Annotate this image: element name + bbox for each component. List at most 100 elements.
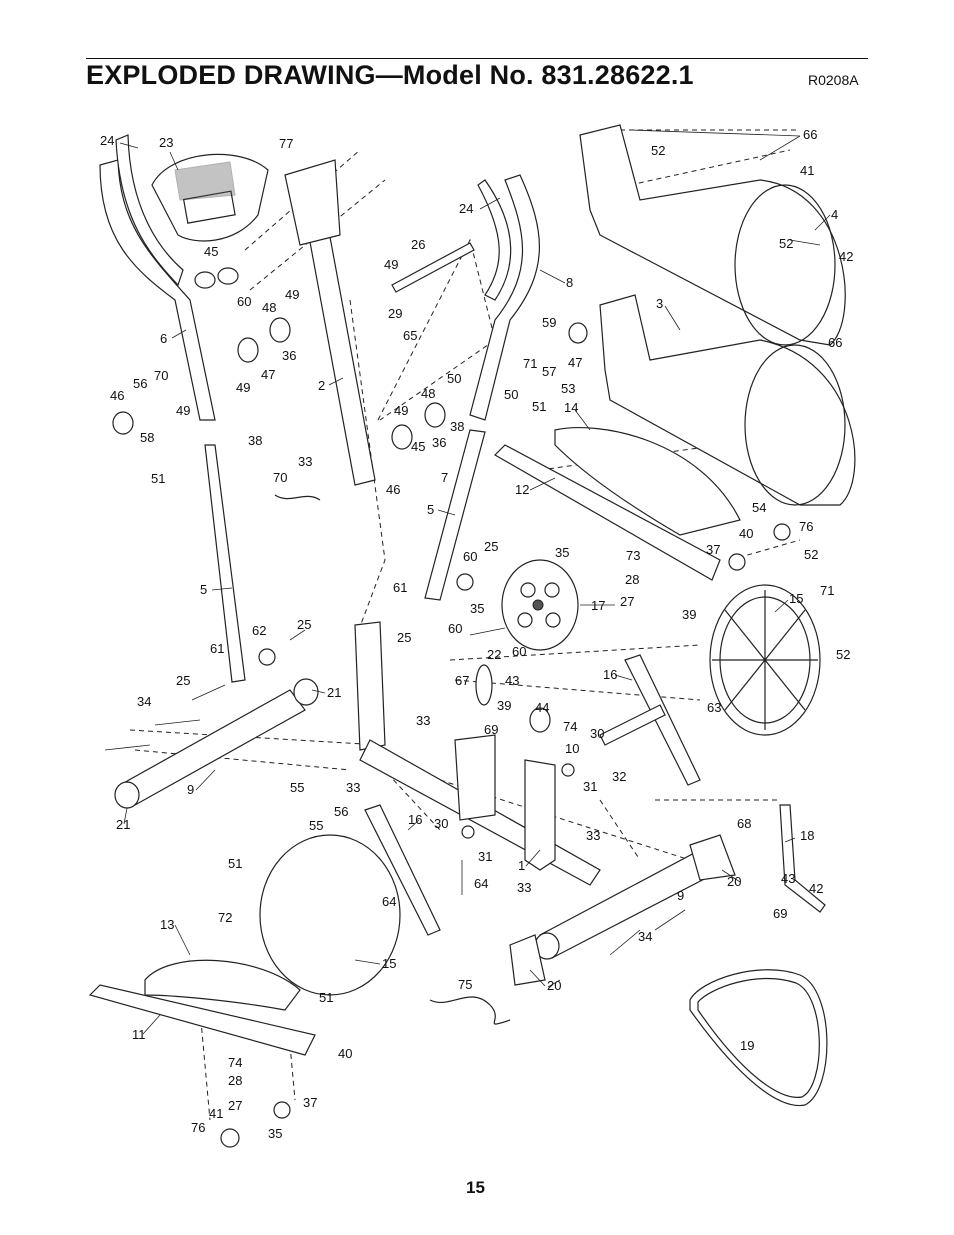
wire-part-68: [274, 494, 321, 501]
callout: 33: [517, 880, 531, 895]
callout: 35: [470, 601, 484, 616]
callout: 9: [187, 782, 194, 797]
callout: 66: [828, 335, 842, 350]
left-pedal-arm-part-11: [88, 984, 316, 1056]
callout: 16: [603, 667, 617, 682]
page-number: 15: [466, 1178, 485, 1197]
console-part-23: [151, 153, 269, 242]
left-handlebar-part-6: [99, 134, 216, 421]
callout: 3: [656, 296, 663, 311]
callout: 37: [706, 542, 720, 557]
callout: 15: [382, 956, 396, 971]
callout: 49: [285, 287, 299, 302]
callout: 62: [252, 623, 266, 638]
callout: 60: [448, 621, 462, 636]
callout: 52: [804, 547, 818, 562]
callout: 26: [411, 237, 425, 252]
callout: 48: [262, 300, 276, 315]
drawing-code: R0208A: [808, 72, 859, 88]
callout: 9: [677, 888, 684, 903]
callout: 25: [397, 630, 411, 645]
callout: 49: [176, 403, 190, 418]
frame-part-1: [354, 621, 601, 886]
callout: 48: [421, 386, 435, 401]
header-rule: [86, 58, 868, 59]
callout: 58: [140, 430, 154, 445]
left-pedal-part-13: [144, 959, 301, 1011]
callout: 20: [547, 978, 561, 993]
page-title: EXPLODED DRAWING—Model No. 831.28622.1: [86, 60, 694, 90]
callout: 8: [566, 275, 573, 290]
callout: 33: [416, 713, 430, 728]
callout: 30: [434, 816, 448, 831]
callout: 17: [591, 598, 605, 613]
callout: 57: [542, 364, 556, 379]
right-handlebar-part-8: [469, 174, 540, 421]
callout: 27: [228, 1098, 242, 1113]
stabilizer-part-9-rear: [509, 834, 736, 986]
callout: 61: [210, 641, 224, 656]
callout: 25: [484, 539, 498, 554]
axle-part-32: [599, 704, 666, 746]
bolts: [104, 627, 686, 956]
callout: 51: [228, 856, 242, 871]
callout: 70: [154, 368, 168, 383]
callout: 53: [561, 381, 575, 396]
callout: 5: [427, 502, 434, 517]
callout: 50: [447, 371, 461, 386]
callout: 46: [110, 388, 124, 403]
bracket-part-18: [779, 804, 826, 913]
callout: 33: [346, 780, 360, 795]
callout: 24: [100, 133, 114, 148]
callout: 25: [297, 617, 311, 632]
callout: 69: [773, 906, 787, 921]
callout: 4: [831, 207, 838, 222]
callout: 28: [625, 572, 639, 587]
callout: 35: [555, 545, 569, 560]
callout: 31: [478, 849, 492, 864]
callout: 18: [800, 828, 814, 843]
callout: 74: [228, 1055, 242, 1070]
idler-part-16: [364, 654, 701, 936]
callout: 5: [200, 582, 207, 597]
callout: 24: [459, 201, 473, 216]
callout: 70: [273, 470, 287, 485]
upright-part-2: [284, 159, 376, 486]
wire-harness-part-73: [429, 996, 511, 1025]
callout: 10: [565, 741, 579, 756]
callout: 51: [532, 399, 546, 414]
shroud-part-4: [579, 124, 846, 346]
callout: 61: [393, 580, 407, 595]
callout: 41: [800, 163, 814, 178]
callout: 47: [568, 355, 582, 370]
callout: 36: [432, 435, 446, 450]
callout: 40: [338, 1046, 352, 1061]
callout: 38: [450, 419, 464, 434]
pulley-part-17: [501, 559, 579, 651]
callout: 1: [518, 858, 525, 873]
callout: 37: [303, 1095, 317, 1110]
callout: 42: [839, 249, 853, 264]
callout: 40: [739, 526, 753, 541]
callout: 35: [268, 1126, 282, 1141]
callout: 12: [515, 482, 529, 497]
callout: 44: [535, 700, 549, 715]
callout: 54: [752, 500, 766, 515]
callout: 41: [209, 1106, 223, 1121]
callout: 16: [408, 812, 422, 827]
callout: 7: [441, 470, 448, 485]
callout: 38: [248, 433, 262, 448]
callout: 68: [737, 816, 751, 831]
callout: 28: [228, 1073, 242, 1088]
callout: 45: [204, 244, 218, 259]
callout: 67: [455, 673, 469, 688]
callout: 36: [282, 348, 296, 363]
callout: 51: [319, 990, 333, 1005]
callout: 11: [132, 1027, 146, 1042]
callout: 47: [261, 367, 275, 382]
callout: 33: [586, 828, 600, 843]
left-lower-arm-part-5: [204, 444, 246, 683]
callout: 56: [334, 804, 348, 819]
callout: 49: [394, 403, 408, 418]
